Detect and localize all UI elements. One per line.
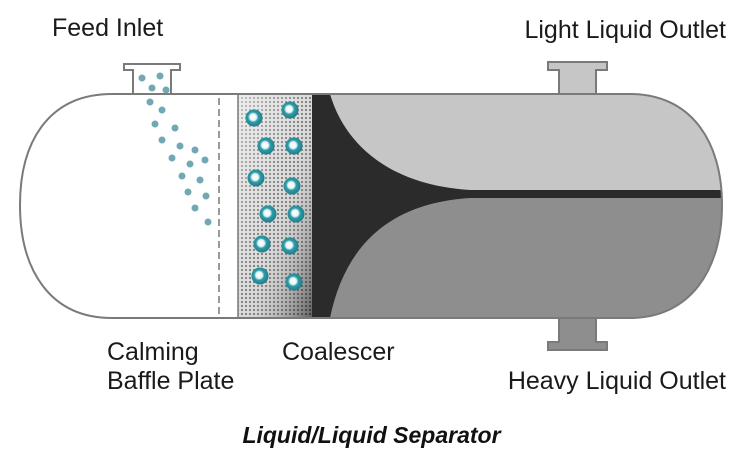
coalesced-droplets (245, 101, 305, 291)
vessel-shell (18, 93, 724, 319)
calming-label-line1: Calming (107, 338, 199, 366)
diagram-title: Liquid/Liquid Separator (242, 422, 501, 448)
calming-baffle-plate-label: Calming Baffle Plate (107, 338, 234, 396)
light-liquid-outlet-nozzle (547, 61, 608, 95)
coalesced-flow-zone (306, 94, 722, 318)
heavy-liquid-outlet-label: Heavy Liquid Outlet (507, 367, 726, 395)
calming-label-line2: Baffle Plate (107, 367, 235, 395)
coalescer-label: Coalescer (282, 338, 395, 366)
feed-droplets (138, 72, 212, 226)
heavy-liquid-outlet-nozzle (547, 317, 608, 351)
light-liquid-outlet-label: Light Liquid Outlet (524, 16, 726, 44)
feed-inlet-label: Feed Inlet (52, 14, 164, 42)
